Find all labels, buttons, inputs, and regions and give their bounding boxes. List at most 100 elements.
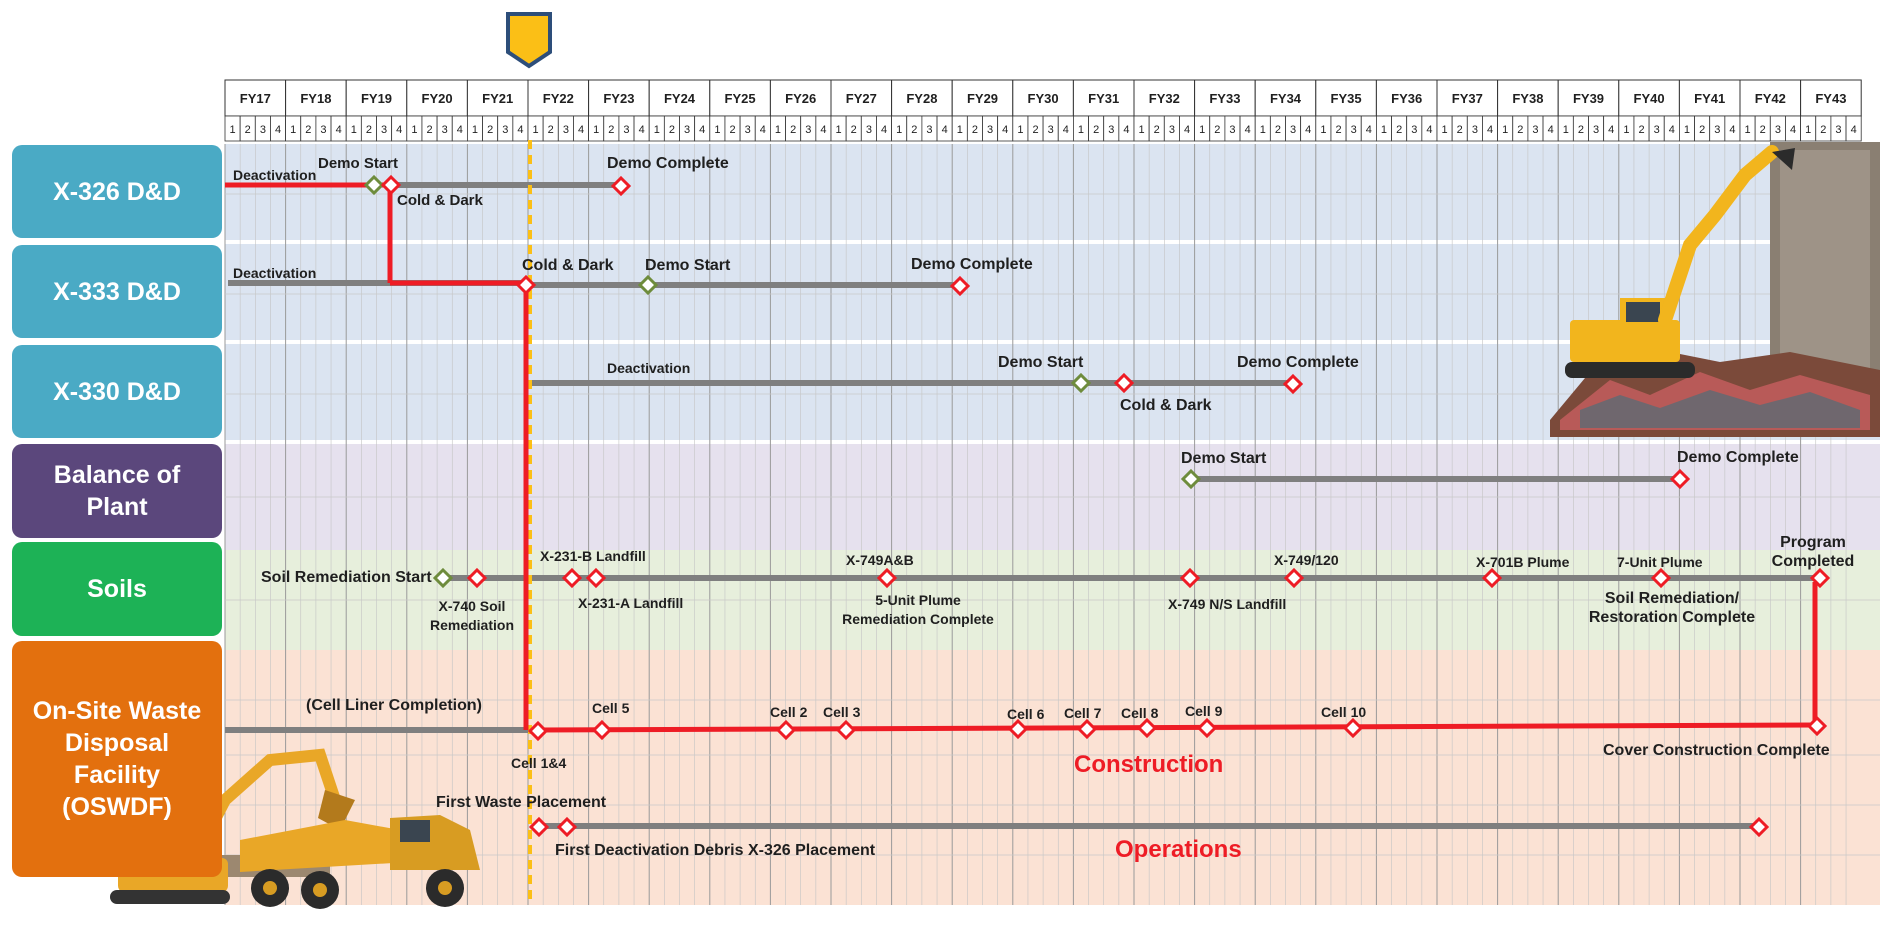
x749ns-marker — [1179, 567, 1201, 589]
excavator-dumptruck-image — [110, 748, 480, 909]
quarter-label: 2 — [1335, 124, 1341, 136]
quarter-label: 2 — [972, 124, 978, 136]
cell8-marker — [1136, 717, 1158, 739]
fy-header-label: FY36 — [1391, 91, 1422, 106]
x701b-marker — [1481, 567, 1503, 589]
quarter-label: 3 — [1108, 124, 1114, 136]
quarter-label: 3 — [623, 124, 629, 136]
row-label-oswdf: On-Site Waste Disposal Facility (OSWDF) — [12, 641, 222, 877]
first-waste-marker — [528, 816, 550, 838]
quarter-label: 4 — [1851, 124, 1857, 136]
fy-header-label: FY30 — [1028, 91, 1059, 106]
row-label-x330: X-330 D&D — [12, 345, 222, 438]
schedule-bars — [225, 140, 1820, 905]
fy-header-label: FY28 — [906, 91, 937, 106]
label-x749-ns-landfill: X-749 N/S Landfill — [1168, 596, 1287, 612]
quarter-label: 4 — [760, 124, 766, 136]
quarter-label: 4 — [942, 124, 948, 136]
label-soil-restoration-complete: Soil Remediation/ Restoration Complete — [1588, 590, 1756, 626]
cover-complete-marker — [1806, 715, 1828, 737]
quarter-label: 2 — [911, 124, 917, 136]
quarter-label: 2 — [1760, 124, 1766, 136]
quarter-label: 1 — [533, 124, 539, 136]
fy-header-cell — [1800, 79, 1862, 117]
quarter-label: 1 — [654, 124, 660, 136]
label-x326-deactivation: Deactivation — [233, 167, 317, 183]
fy-header-cell — [1315, 79, 1377, 117]
label-cell-10: Cell 10 — [1321, 704, 1367, 720]
x231a-marker — [585, 567, 607, 589]
fy-header-label: FY23 — [603, 91, 634, 106]
quarter-label: 4 — [820, 124, 826, 136]
x326-demo-start-marker — [363, 174, 385, 196]
quarter-label: 1 — [593, 124, 599, 136]
quarter-label: 2 — [1699, 124, 1705, 136]
cell7-marker — [1076, 718, 1098, 740]
label-x333-cold-dark: Cold & Dark — [522, 257, 614, 274]
fy-header-label: FY42 — [1755, 91, 1786, 106]
quarter-label: 1 — [1260, 124, 1266, 136]
label-bop-demo-start: Demo Start — [1181, 450, 1267, 467]
quarter-label: 2 — [426, 124, 432, 136]
quarter-label: 3 — [805, 124, 811, 136]
fy-header-label: FY33 — [1209, 91, 1240, 106]
x749-120-marker — [1283, 567, 1305, 589]
quarter-label: 3 — [1532, 124, 1538, 136]
quarter-label: 3 — [1048, 124, 1054, 136]
label-first-waste-placement: First Waste Placement — [436, 794, 607, 811]
quarter-label: 4 — [699, 124, 705, 136]
fy-header-cell — [1012, 79, 1074, 117]
milestone-markers — [363, 174, 1831, 838]
fy-header-cell — [951, 79, 1014, 117]
fy-header-cell — [527, 79, 590, 117]
quarter-label: 2 — [1578, 124, 1584, 136]
fy-header-cell — [648, 79, 711, 117]
label-x701b: X-701B Plume — [1476, 554, 1570, 570]
quarter-label: 2 — [1032, 124, 1038, 136]
label-cover-construction-complete: Cover Construction Complete — [1603, 742, 1830, 759]
quarter-label: 2 — [1517, 124, 1523, 136]
quarter-label: 2 — [729, 124, 735, 136]
fy-header-cell — [769, 79, 832, 117]
fy-header-label: FY31 — [1088, 91, 1119, 106]
quarter-label: 3 — [1714, 124, 1720, 136]
fy-header-label: FY39 — [1573, 91, 1604, 106]
x330-demo-complete-marker — [1282, 373, 1304, 395]
x333-cold-dark-marker — [515, 274, 537, 296]
soil-start-marker — [432, 567, 454, 589]
quarter-label: 4 — [517, 124, 523, 136]
quarter-label: 2 — [1275, 124, 1281, 136]
quarter-label: 1 — [1623, 124, 1629, 136]
label-program-completed: Program Completed — [1771, 534, 1855, 570]
label-construction: Construction — [1074, 751, 1224, 778]
quarter-label: 3 — [1290, 124, 1296, 136]
fy-header-label: FY20 — [422, 91, 453, 106]
cell5-marker — [591, 719, 613, 741]
quarter-label: 1 — [472, 124, 478, 136]
quarter-label: 4 — [881, 124, 887, 136]
quarter-label: 1 — [290, 124, 296, 136]
quarter-label: 1 — [411, 124, 417, 136]
fy-header-label: FY40 — [1634, 91, 1665, 106]
quarter-label: 4 — [578, 124, 584, 136]
x740-marker — [466, 567, 488, 589]
band-x326 — [225, 144, 1880, 240]
fy-header-label: FY18 — [300, 91, 331, 106]
x749ab-marker — [876, 567, 898, 589]
cell14-marker — [527, 720, 549, 742]
fy-header-cell — [345, 79, 408, 117]
fy-header-cell — [1618, 79, 1680, 117]
quarter-label: 3 — [1169, 124, 1175, 136]
label-x740: X-740 Soil Remediation — [429, 598, 514, 633]
quarter-label: 1 — [1017, 124, 1023, 136]
quarter-label: 4 — [336, 124, 342, 136]
label-soil-remediation-start: Soil Remediation Start — [261, 569, 432, 586]
label-cell-1-4: Cell 1&4 — [511, 755, 567, 771]
x326-cold-dark-marker — [380, 174, 402, 196]
label-cell-5: Cell 5 — [592, 700, 630, 716]
quarter-label: 2 — [305, 124, 311, 136]
quarter-label: 2 — [1457, 124, 1463, 136]
quarter-label: 1 — [1684, 124, 1690, 136]
quarter-label: 3 — [926, 124, 932, 136]
quarter-label: 2 — [1093, 124, 1099, 136]
